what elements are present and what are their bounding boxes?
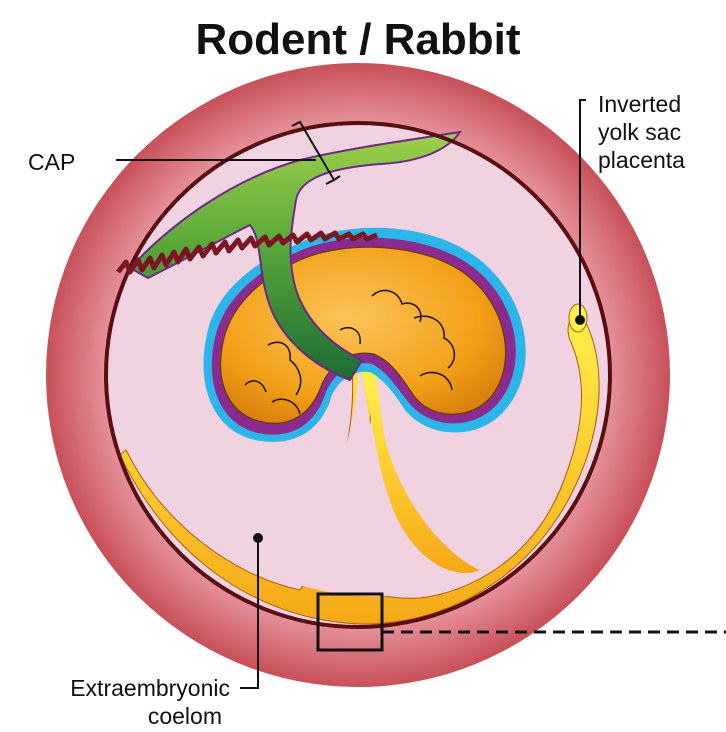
coelom-label-line-2: coelom xyxy=(148,703,222,729)
placenta-leader-dot xyxy=(575,315,585,325)
cap-label: CAP xyxy=(28,149,75,175)
placenta-label-line-1: Inverted xyxy=(598,91,681,117)
placenta-label-line-2: yolk sac xyxy=(598,119,681,145)
coelom-label-line-1: Extraembryonic xyxy=(70,675,230,701)
placenta-label-line-3: placenta xyxy=(598,147,685,173)
diagram-title: Rodent / Rabbit xyxy=(195,15,520,64)
coelom-leader-dot xyxy=(253,533,263,543)
